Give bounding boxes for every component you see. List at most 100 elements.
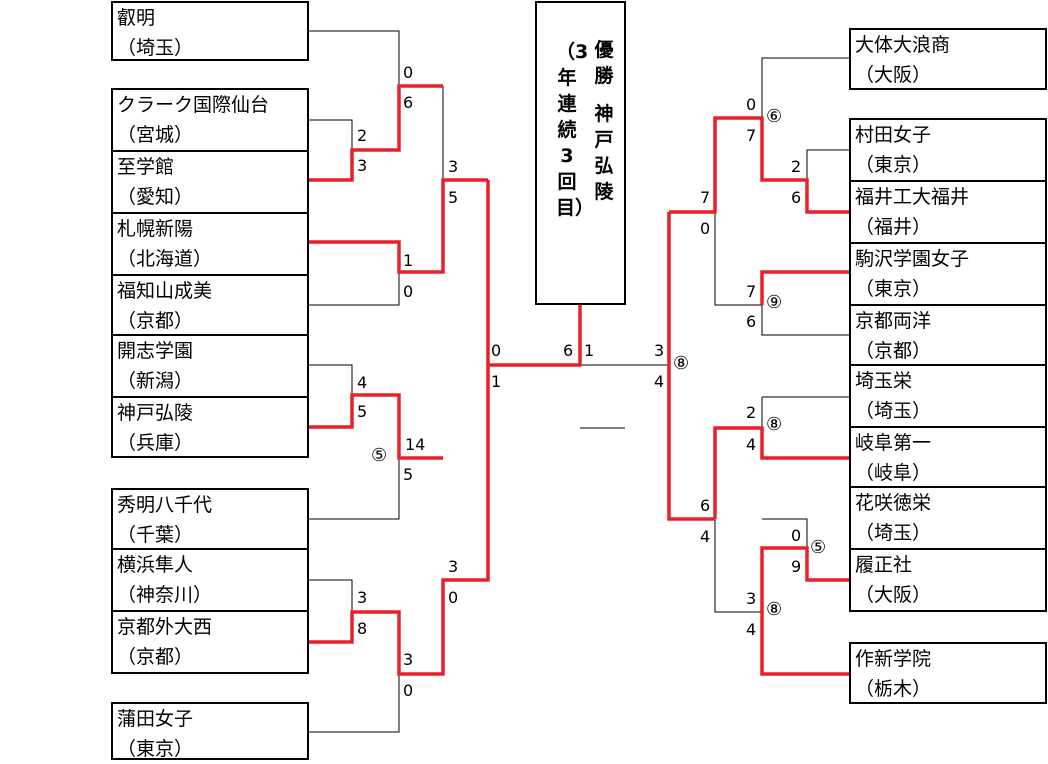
team-entry: 開志学園 （新潟） [111,334,309,398]
score: 2 [791,157,802,176]
team-name: 花咲徳栄 [855,492,932,514]
score: 8 [357,619,368,638]
team-prefecture: （新潟） [117,370,194,392]
team-entry: 秀明八千代 （千葉） [111,488,309,550]
score: 3 [654,341,665,360]
score: 14 [405,435,426,454]
team-name: 埼玉栄 [855,370,913,392]
final-score-right: 1 [584,341,595,360]
score: 0 [746,95,757,114]
score: 3 [448,557,459,576]
champion-box: 優勝 （3年連続3回目） 神戸弘陵 [535,1,626,305]
inning-marker: ⑧ [766,414,783,435]
team-prefecture: （埼玉） [117,37,194,59]
score: 0 [491,341,502,360]
team-prefecture: （兵庫） [117,432,194,454]
score: 3 [357,588,368,607]
team-entry: 村田女子（東京） [849,118,1047,182]
team-entry: 履正社 （大阪） [849,548,1047,612]
score: 3 [403,650,414,669]
team-name: 神戸弘陵 [117,402,194,424]
team-name: 京都両洋 [855,310,932,332]
team-prefecture: （神奈川） [117,584,213,606]
score: 6 [746,312,757,331]
bracket-winner-lines [307,84,851,676]
score: 4 [654,372,665,391]
team-name: 大体大浪商 [855,34,951,56]
score: 6 [403,93,414,112]
score: 0 [403,282,414,301]
score: 3 [746,589,757,608]
team-name: 京都外大西 [117,616,213,638]
team-prefecture: （栃木） [855,678,932,700]
team-prefecture: （千葉） [117,524,194,546]
inning-marker: ⑨ [766,292,783,313]
score: 5 [448,188,459,207]
team-name: クラーク国際仙台 [117,94,270,116]
team-entry: 横浜隼人 （神奈川） [111,548,309,612]
score: 7 [746,282,757,301]
team-entry: 叡明 （埼玉） [111,1,309,61]
team-entry: 岐阜第一（岐阜） [849,426,1047,488]
score: 0 [403,63,414,82]
score: 9 [791,557,802,576]
score: 3 [448,157,459,176]
team-name: 駒沢学園女子 [855,248,970,270]
score: 6 [700,496,711,515]
team-entry: 花咲徳栄 （埼玉） [849,486,1047,550]
team-name: 開志学園 [117,340,194,362]
score: 7 [700,188,711,207]
score: 1 [403,251,414,270]
inning-marker: ⑤ [810,537,827,558]
team-prefecture: （宮城） [117,124,194,146]
score: 6 [791,188,802,207]
team-name: 履正社 [855,554,913,576]
team-prefecture: （埼玉） [855,522,932,544]
team-prefecture: （東京） [855,154,932,176]
team-name: 岐阜第一 [855,432,932,454]
team-entry: 駒沢学園女子 （東京） [849,242,1047,306]
team-name: 福井工大福井 [855,186,970,208]
streak-note: （3年連続3回目） [556,41,595,219]
score: 0 [700,219,711,238]
team-entry: 福知山成美 （京都） [111,274,309,336]
inning-marker: ⑧ [766,599,783,620]
team-entry: クラーク国際仙台 （宮城） [111,88,309,152]
team-name: 蒲田女子 [117,708,194,730]
team-name: 秀明八千代 [117,494,213,516]
team-entry: 札幌新陽 （北海道） [111,212,309,276]
team-entry: 京都外大西（京都） [111,610,309,674]
team-name: 叡明 [117,7,156,29]
score: 4 [357,373,368,392]
team-prefecture: （埼玉） [855,400,932,422]
team-entry: 至学館（愛知） [111,150,309,214]
team-prefecture: （東京） [117,738,194,760]
score: 2 [357,126,368,145]
team-name: 札幌新陽 [117,218,194,240]
team-prefecture: （大阪） [855,584,932,606]
team-prefecture: （京都） [855,340,932,362]
team-prefecture: （愛知） [117,186,194,208]
team-entry: 京都両洋 （京都） [849,304,1047,366]
score: 4 [700,527,711,546]
inning-marker: ⑤ [371,445,388,466]
team-prefecture: （東京） [855,278,932,300]
score: 1 [491,372,502,391]
score: 0 [448,588,459,607]
team-name: 横浜隼人 [117,554,194,576]
team-entry: 蒲田女子 （東京） [111,702,309,760]
team-name: 作新学院 [855,648,932,670]
score: 4 [746,435,757,454]
score: 5 [357,402,368,421]
team-prefecture: （大阪） [855,64,932,86]
team-entry: 作新学院 （栃木） [849,642,1047,704]
team-name: 福知山成美 [117,280,213,302]
inning-marker: ⑥ [766,106,783,127]
team-prefecture: （北海道） [117,248,213,270]
score: 3 [357,156,368,175]
team-prefecture: （福井） [855,216,932,238]
team-prefecture: （京都） [117,310,194,332]
score: 0 [791,526,802,545]
score: 0 [403,681,414,700]
